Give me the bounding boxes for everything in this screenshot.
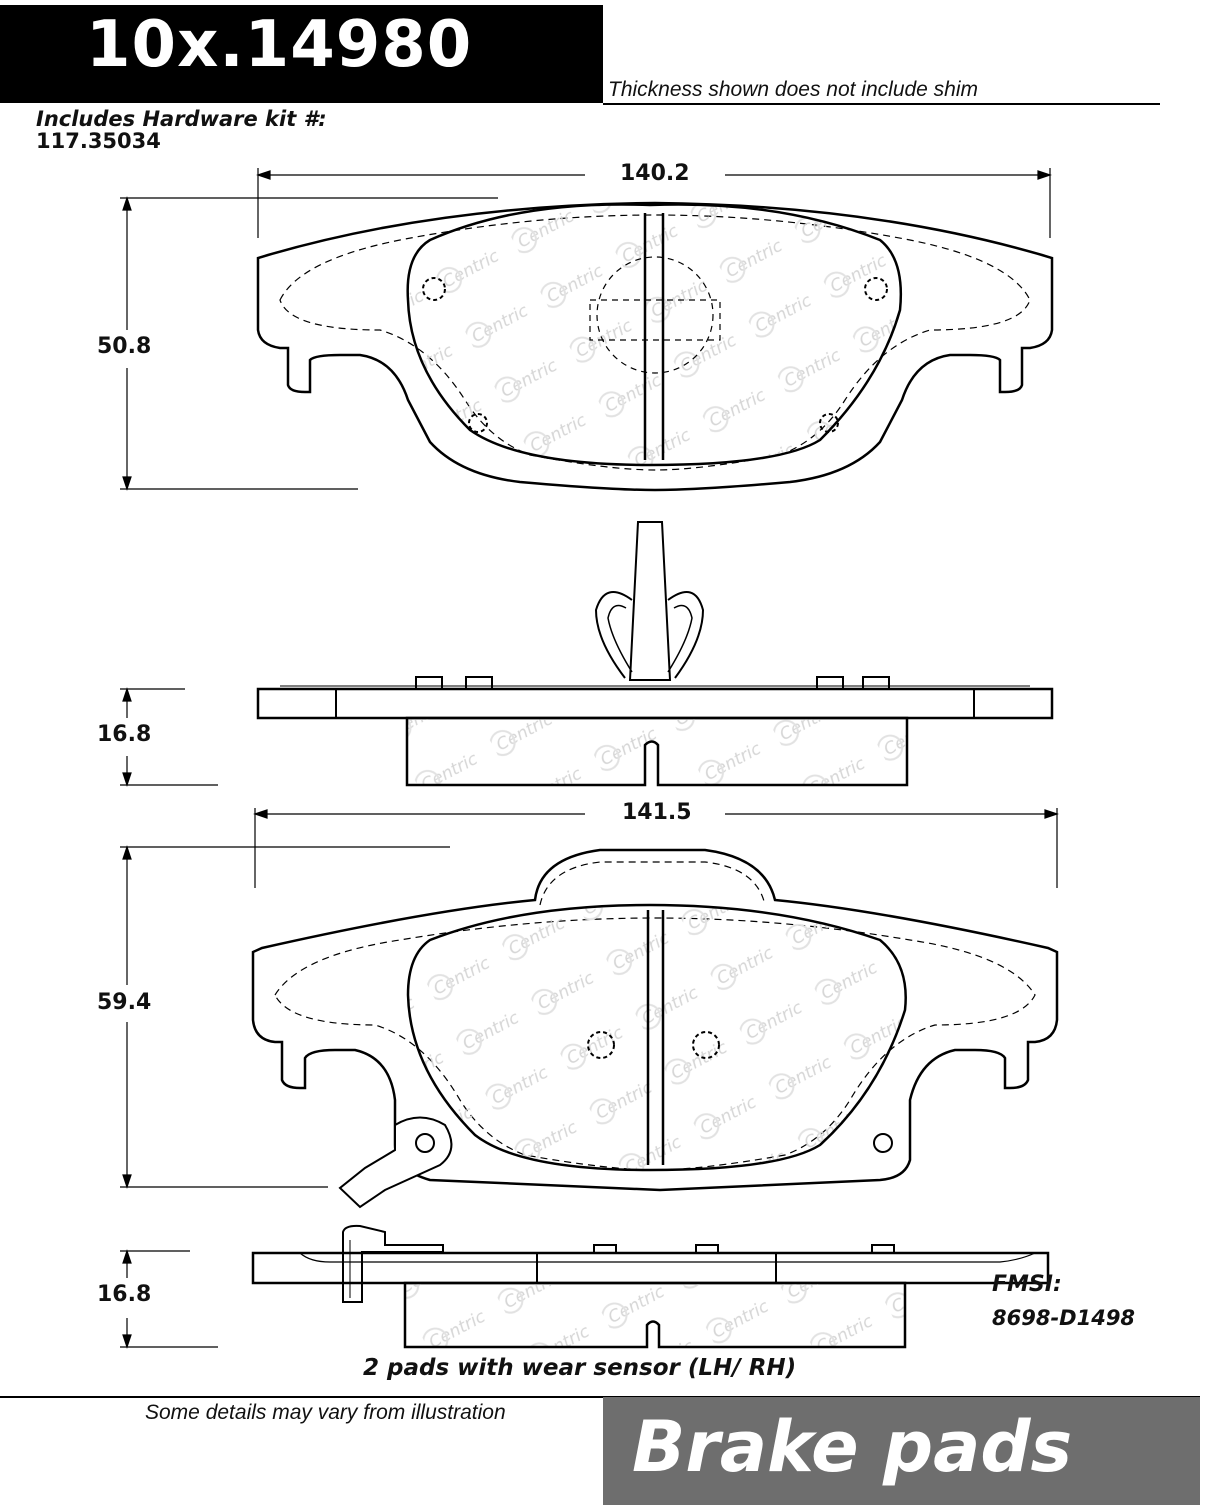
bottom-pad-front-view: [251, 848, 1059, 1209]
fmsi-label: FMSI:: [992, 1272, 1062, 1297]
bottom-height-dimension: [120, 845, 450, 1189]
category-label: Brake pads: [632, 1406, 1073, 1488]
top-width-dimension: [256, 168, 1052, 238]
thickness-note: Thickness shown does not include shim: [608, 78, 979, 101]
part-number-banner: [0, 5, 603, 103]
bottom-thickness-dimension: [120, 1249, 218, 1349]
top-height-label: 50.8: [97, 334, 152, 359]
footer-divider: [0, 1396, 1200, 1398]
top-width-label: 140.2: [620, 161, 690, 186]
bottom-pad-width-dimension: [253, 808, 1059, 888]
header-divider: [603, 103, 1160, 105]
bottom-height-label: 59.4: [97, 990, 152, 1015]
fmsi-number: 8698-D1498: [992, 1306, 1136, 1330]
disclaimer: Some details may vary from illustration: [145, 1401, 506, 1424]
bottom-pad-side-view: [251, 1224, 1050, 1349]
top-thickness-label: 16.8: [97, 722, 152, 747]
category-banner: [603, 1397, 1200, 1505]
wear-sensor-note: 2 pads with wear sensor (LH/ RH): [363, 1355, 797, 1381]
bottom-width-label: 141.5: [622, 800, 692, 825]
bottom-thickness-label: 16.8: [97, 1282, 152, 1307]
top-height-dimension: [120, 196, 498, 491]
part-number: 10x.14980: [86, 8, 473, 82]
top-pad-front-view: [256, 201, 1054, 492]
top-thickness-dimension: [120, 687, 218, 787]
hardware-kit-label: Includes Hardware kit #:: [36, 107, 327, 131]
hardware-kit-number: 117.35034: [36, 129, 161, 153]
top-pad-side-view: [256, 521, 1054, 787]
